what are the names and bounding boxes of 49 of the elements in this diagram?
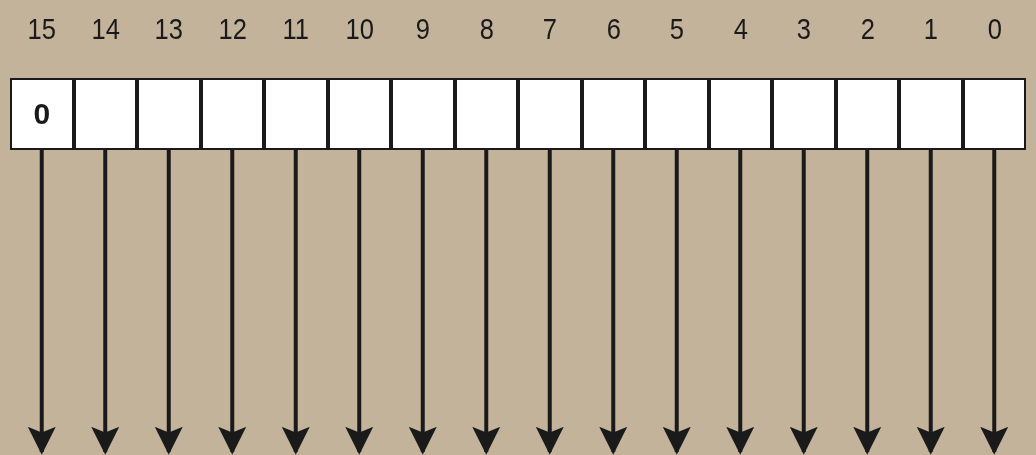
arrow [91, 150, 120, 455]
arrow [980, 150, 1009, 455]
bit-number: 11 [281, 12, 310, 46]
bit-number: 3 [795, 12, 812, 46]
arrow [472, 150, 501, 455]
register-bit-cell [327, 78, 391, 150]
register-bit-cell [391, 78, 455, 150]
register-bit-cell [645, 78, 709, 150]
register-bit-cell [899, 78, 963, 150]
bit-number: 15 [26, 12, 57, 46]
arrow [853, 150, 882, 455]
bit-number: 6 [605, 12, 622, 46]
arrow [789, 150, 818, 455]
arrow [916, 150, 945, 455]
bit-number: 14 [90, 12, 121, 46]
bit-number: 9 [414, 12, 431, 46]
register-bit-cell [835, 78, 899, 150]
register-bit-cell [10, 78, 74, 150]
register-bit-cell [454, 78, 518, 150]
register-bit-cell [772, 78, 836, 150]
arrow [535, 150, 564, 455]
bit-number: 12 [217, 12, 248, 46]
bit-value: 0 [33, 97, 51, 131]
register-bit-cell [962, 78, 1026, 150]
bit-number: 7 [541, 12, 558, 46]
bit-number: 10 [344, 12, 375, 46]
register-bit-cell [264, 78, 328, 150]
arrow [345, 150, 374, 455]
register-bit-cell [581, 78, 645, 150]
arrow [154, 150, 183, 455]
arrow [726, 150, 755, 455]
register-bit-cell [137, 78, 201, 150]
arrow [281, 150, 310, 455]
register-bit-cell [200, 78, 264, 150]
bit-number: 5 [668, 12, 685, 46]
bit-number: 1 [922, 12, 939, 46]
register-bit-cell [708, 78, 772, 150]
arrow [218, 150, 247, 455]
bit-number: 0 [986, 12, 1003, 46]
arrow [408, 150, 437, 455]
bit-number: 13 [153, 12, 184, 46]
arrow [599, 150, 628, 455]
bit-number: 2 [859, 12, 876, 46]
register-bit-cell [518, 78, 582, 150]
register-bit-cell [73, 78, 137, 150]
bit-number: 4 [732, 12, 749, 46]
arrow [662, 150, 691, 455]
arrow [27, 150, 56, 455]
bit-number: 8 [478, 12, 495, 46]
